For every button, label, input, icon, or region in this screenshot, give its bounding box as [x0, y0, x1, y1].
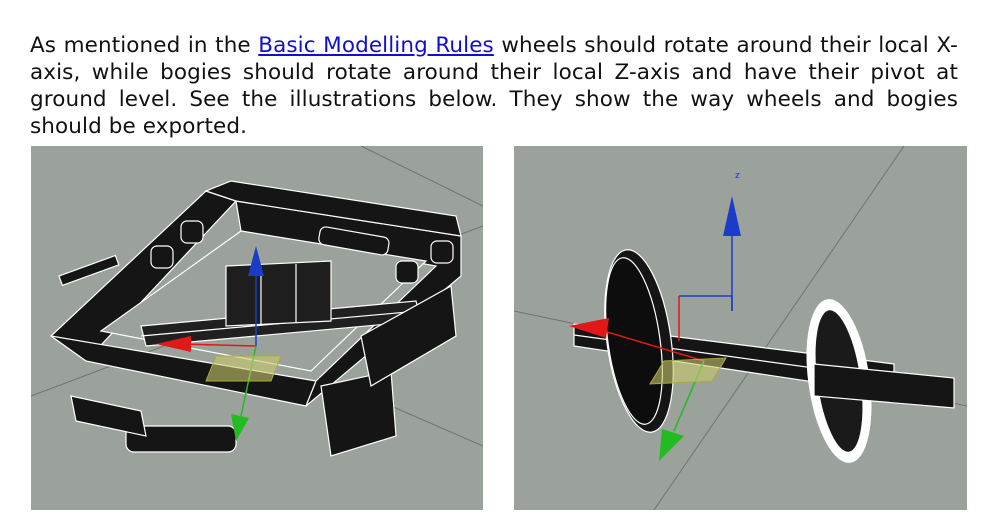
ground-line	[390, 405, 483, 447]
ground-line	[360, 146, 483, 207]
z-axis-label: z	[735, 171, 740, 181]
z-axis-arrow-icon	[723, 196, 741, 236]
x-axis-arrow-icon	[156, 336, 191, 352]
y-axis-arrow-icon	[231, 414, 249, 441]
pivot-plane	[205, 355, 282, 382]
wheelset-illustration: z	[514, 146, 967, 510]
x-axis-arrow-icon	[569, 318, 609, 338]
body-paragraph: As mentioned in the Basic Modelling Rule…	[30, 32, 958, 140]
bogie-illustration	[31, 146, 483, 510]
bogie-frame	[50, 180, 462, 457]
bogie-viewport	[31, 146, 483, 457]
wheelset-model	[573, 249, 955, 463]
paragraph-text-end: wheels should rotate around their local …	[30, 32, 958, 139]
bogie-axis-gizmo	[156, 246, 282, 441]
z-axis-arrow-icon	[248, 246, 264, 276]
ground-line	[653, 146, 905, 510]
wheelset-viewport: z	[514, 146, 967, 510]
wheelset-axis-gizmo: z	[569, 171, 741, 461]
paragraph-text-start: As mentioned in the	[30, 32, 259, 58]
pivot-plane	[649, 357, 727, 385]
basic-modelling-rules-link[interactable]: Basic Modelling Rules	[258, 32, 494, 58]
y-axis-arrow-icon	[659, 429, 684, 461]
